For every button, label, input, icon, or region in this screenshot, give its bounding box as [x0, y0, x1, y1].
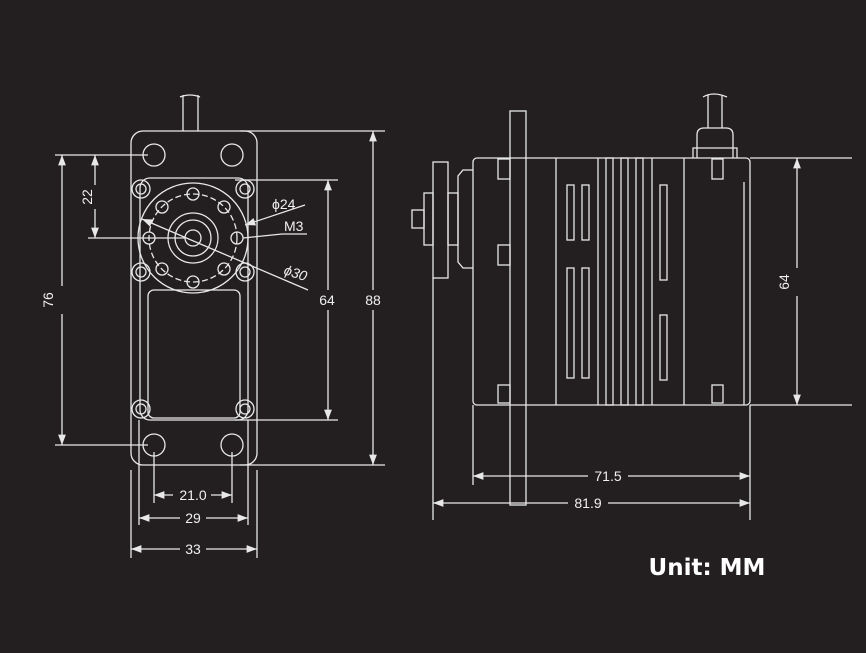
side-view: 64 71.5 81.9: [411, 93, 852, 520]
dim-76: 76: [40, 292, 56, 308]
callout-phi24: ϕ24: [272, 196, 296, 212]
front-view: ϕ24 M3 ϕ30 22 76 64 88 21.0 29 33: [40, 94, 387, 558]
dim-81-9: 81.9: [574, 495, 601, 511]
dim-21: 21.0: [179, 487, 206, 503]
dim-88: 88: [365, 292, 381, 308]
dim-71-5: 71.5: [594, 468, 621, 484]
dim-29: 29: [185, 510, 201, 526]
unit-label: Unit: MM: [649, 555, 766, 581]
dim-64-front: 64: [319, 292, 335, 308]
dim-22: 22: [79, 189, 95, 205]
dim-33: 33: [185, 541, 201, 557]
screw-heads: [131, 179, 255, 419]
callout-phi30: ϕ30: [282, 262, 309, 285]
callout-m3: M3: [284, 218, 304, 234]
dim-64-side: 64: [776, 274, 792, 290]
